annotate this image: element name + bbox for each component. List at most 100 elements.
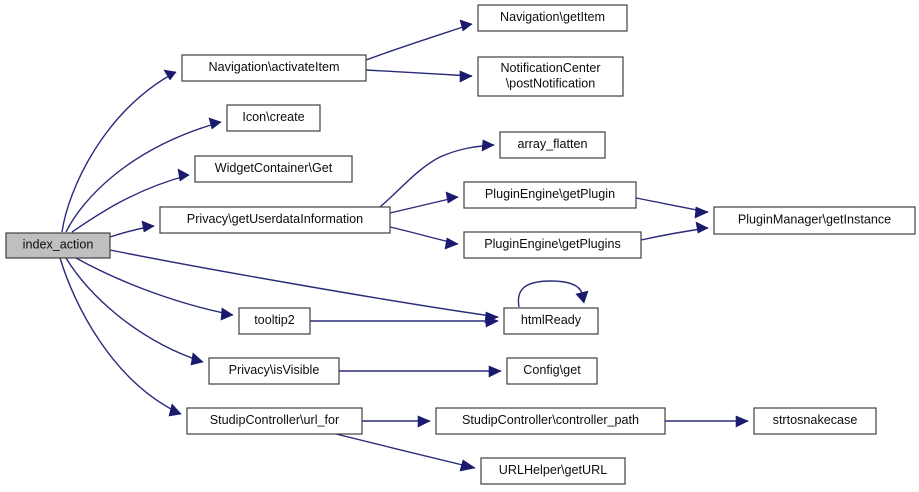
node-label: Navigation\activateItem	[209, 60, 340, 74]
node-label: URLHelper\getURL	[499, 463, 608, 477]
node-label: Navigation\getItem	[500, 10, 605, 24]
node-label: array_flatten	[517, 137, 587, 151]
graph-node-tooltip2[interactable]: tooltip2	[238, 307, 311, 335]
edge-privacy_userdata-to-array_flatten	[379, 139, 495, 208]
edge-privacy_userdata-to-pe_getplugins	[389, 226, 459, 250]
edge-tooltip2-to-htmlready	[310, 315, 499, 328]
node-label: Privacy\getUserdataInformation	[187, 212, 363, 226]
node-box[interactable]	[503, 307, 599, 335]
node-box[interactable]	[499, 131, 606, 159]
graph-node-strtosnakecase[interactable]: strtosnakecase	[753, 407, 877, 435]
node-label: PluginManager\getInstance	[738, 213, 891, 227]
edge-index_action-to-tooltip2	[75, 257, 234, 321]
graph-node-pm_getinstance[interactable]: PluginManager\getInstance	[713, 206, 916, 235]
graph-node-privacy_isvisible[interactable]: Privacy\isVisible	[208, 357, 340, 385]
node-box[interactable]	[181, 54, 367, 82]
node-box[interactable]	[477, 4, 628, 32]
arrowhead-icon	[485, 315, 499, 328]
arrowhead-icon	[177, 168, 190, 182]
node-box[interactable]	[480, 457, 626, 485]
edge-line	[517, 280, 583, 308]
edge-privacy_isvisible-to-config_get	[338, 365, 502, 378]
node-label: WidgetContainer\Get	[215, 161, 333, 175]
node-label: PluginEngine\getPlugins	[484, 237, 621, 251]
arrowhead-icon	[481, 139, 495, 152]
node-box[interactable]	[194, 155, 353, 183]
edge-line	[109, 249, 499, 318]
node-label: StudipController\controller_path	[462, 413, 639, 427]
node-box[interactable]	[159, 206, 391, 234]
arrowhead-icon	[695, 221, 709, 234]
node-box[interactable]	[238, 307, 311, 335]
arrowhead-icon	[459, 19, 473, 32]
node-box[interactable]	[5, 232, 111, 259]
arrowhead-icon	[694, 206, 709, 219]
node-label: tooltip2	[254, 313, 295, 327]
edge-url_for-to-urlhelper_geturl	[335, 433, 476, 472]
graph-node-pe_getplugins[interactable]: PluginEngine\getPlugins	[463, 231, 642, 259]
arrowhead-icon	[141, 220, 155, 233]
node-label: StudipController\url_for	[210, 413, 340, 427]
arrowhead-icon	[488, 365, 502, 378]
edge-index_action-to-widget_get	[71, 168, 190, 233]
graph-node-array_flatten[interactable]: array_flatten	[499, 131, 606, 159]
graph-node-htmlready[interactable]: htmlReady	[503, 307, 599, 335]
arrowhead-icon	[417, 415, 431, 428]
graph-node-icon_create[interactable]: Icon\create	[226, 104, 321, 132]
node-box[interactable]	[753, 407, 877, 435]
graph-node-url_for[interactable]: StudipController\url_for	[186, 407, 363, 435]
graph-node-pe_getplugin[interactable]: PluginEngine\getPlugin	[463, 181, 637, 209]
arrowhead-icon	[575, 290, 589, 304]
arrowhead-icon	[163, 69, 177, 81]
node-box[interactable]	[713, 206, 916, 235]
edge-line	[379, 144, 495, 208]
graph-node-controller_path[interactable]: StudipController\controller_path	[435, 407, 666, 435]
edge-index_action-to-privacy_userdata	[109, 220, 155, 238]
node-label: htmlReady	[521, 313, 582, 327]
edge-index_action-to-nav_activate	[61, 69, 177, 233]
node-label: index_action	[23, 238, 94, 252]
node-box[interactable]	[463, 231, 642, 259]
node-label: Icon\create	[242, 110, 304, 124]
edge-pe_getplugins-to-pm_getinstance	[640, 221, 709, 241]
node-box[interactable]	[208, 357, 340, 385]
edge-nav_activate-to-nav_getitem	[365, 19, 473, 61]
graph-node-nav_getitem[interactable]: Navigation\getItem	[477, 4, 628, 32]
edge-line	[365, 69, 473, 77]
arrowhead-icon	[459, 459, 476, 472]
node-label: Config\get	[523, 363, 581, 377]
edge-privacy_userdata-to-pe_getplugin	[389, 191, 459, 214]
node-layer: index_action Navigation\activateItemIcon\…	[5, 4, 916, 485]
node-box[interactable]	[463, 181, 637, 209]
graph-node-nav_activate[interactable]: Navigation\activateItem	[181, 54, 367, 82]
edge-line	[365, 23, 473, 61]
node-box[interactable]	[477, 56, 624, 97]
arrowhead-icon	[168, 403, 182, 417]
edge-htmlready-to-htmlready	[517, 280, 589, 308]
edge-line	[61, 71, 177, 233]
graph-node-privacy_userdata[interactable]: Privacy\getUserdataInformation	[159, 206, 391, 234]
graph-node-urlhelper_geturl[interactable]: URLHelper\getURL	[480, 457, 626, 485]
edge-nav_activate-to-notif_post	[365, 69, 473, 83]
node-label: PluginEngine\getPlugin	[485, 187, 615, 201]
node-box[interactable]	[186, 407, 363, 435]
node-box[interactable]	[506, 357, 598, 385]
graph-node-index_action[interactable]: index_action	[5, 232, 111, 259]
arrowhead-icon	[459, 70, 473, 83]
arrowhead-icon	[445, 191, 459, 204]
edge-url_for-to-controller_path	[361, 415, 431, 428]
node-box[interactable]	[435, 407, 666, 435]
edge-index_action-to-privacy_isvisible	[65, 257, 204, 366]
edge-line	[59, 257, 182, 415]
edge-line	[75, 257, 234, 316]
graph-node-widget_get[interactable]: WidgetContainer\Get	[194, 155, 353, 183]
arrowhead-icon	[208, 117, 222, 130]
graph-node-config_get[interactable]: Config\get	[506, 357, 598, 385]
edge-line	[65, 257, 204, 363]
graph-node-notif_post[interactable]: NotificationCenter\postNotification	[477, 56, 624, 97]
node-label: strtosnakecase	[773, 413, 858, 427]
node-box[interactable]	[226, 104, 321, 132]
edge-controller_path-to-strtosnakecase	[664, 415, 749, 428]
